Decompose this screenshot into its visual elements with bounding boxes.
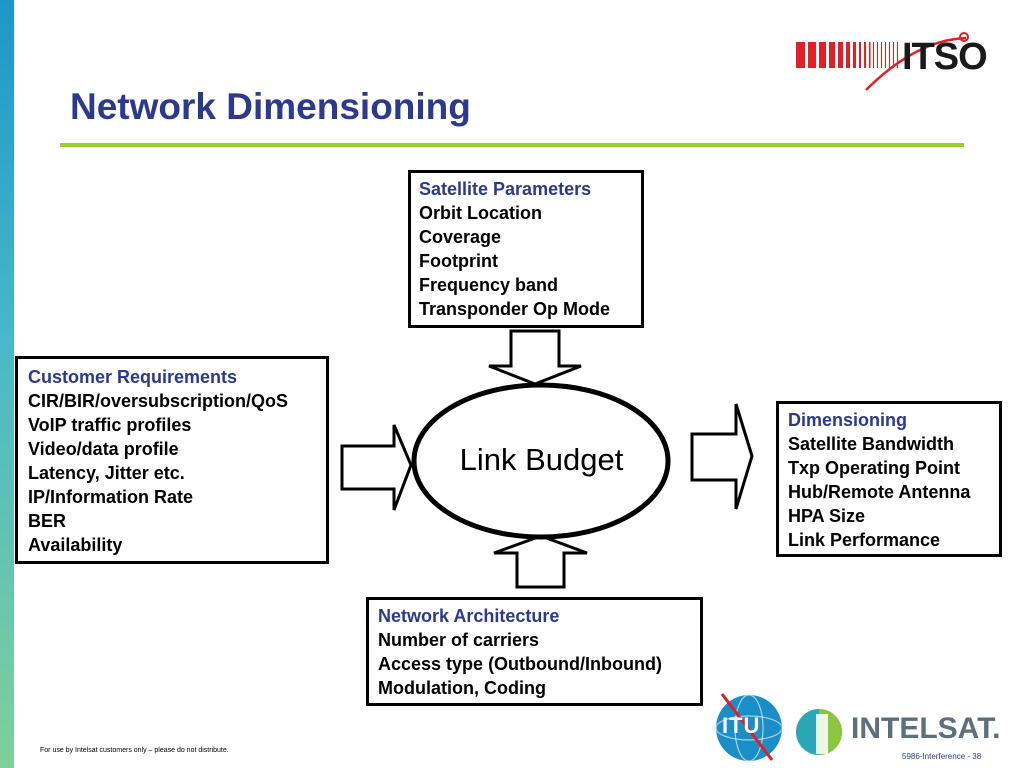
network-item: Number of carriers — [378, 630, 540, 650]
satellite-parameters-box: Satellite Parameters Orbit Location Cove… — [408, 170, 644, 328]
title-rule — [60, 143, 964, 147]
dimensioning-item: Link Performance — [788, 530, 941, 550]
itso-logo — [796, 32, 969, 91]
link-budget-ellipse — [411, 382, 671, 540]
dimensioning-heading: Dimensioning — [788, 410, 908, 430]
satellite-parameters-heading: Satellite Parameters — [419, 179, 592, 199]
slide-number: 5986-Interference - 38 — [902, 752, 982, 761]
link-budget-label: Link Budget — [459, 442, 624, 477]
arrow-right-to-dimensioning — [690, 403, 754, 510]
dimensioning-item: Txp Operating Point — [788, 458, 961, 478]
satellite-item: Frequency band — [419, 275, 559, 295]
network-item: Access type (Outbound/Inbound) — [378, 654, 662, 674]
customer-item: Video/data profile — [28, 439, 179, 459]
dimensioning-box: Dimensioning Satellite Bandwidth Txp Ope… — [776, 401, 1002, 557]
satellite-item: Transponder Op Mode — [419, 299, 611, 319]
network-architecture-box: Network Architecture Number of carriers … — [366, 597, 703, 706]
customer-item: VoIP traffic profiles — [28, 415, 192, 435]
footer-note: For use by Intelsat customers only – ple… — [40, 747, 229, 754]
dimensioning-item: Satellite Bandwidth — [788, 434, 955, 454]
customer-requirements-heading: Customer Requirements — [28, 367, 238, 387]
arrow-right-from-customer — [340, 424, 413, 511]
itu-logo-icon — [715, 693, 783, 762]
customer-item: BER — [28, 511, 67, 531]
intelsat-logo-icon — [796, 709, 842, 755]
customer-item: IP/Information Rate — [28, 487, 194, 507]
customer-requirements-box: Customer Requirements CIR/BIR/oversubscr… — [15, 356, 329, 564]
network-item: Modulation, Coding — [378, 678, 546, 698]
intelsat-logo-text: INTELSAT. — [851, 712, 1001, 745]
page-title: Network Dimensioning — [70, 86, 471, 127]
satellite-item: Footprint — [419, 251, 498, 271]
side-gradient-bar — [0, 0, 14, 768]
satellite-item: Coverage — [419, 227, 502, 247]
itso-logo-text: ITSO — [902, 36, 988, 78]
customer-item: Latency, Jitter etc. — [28, 463, 185, 483]
customer-item: CIR/BIR/oversubscription/QoS — [28, 391, 289, 411]
arrow-down-from-satellite — [488, 329, 582, 386]
arrow-up-from-network — [493, 534, 588, 589]
network-architecture-heading: Network Architecture — [378, 606, 560, 626]
dimensioning-item: Hub/Remote Antenna — [788, 482, 971, 502]
customer-item: Availability — [28, 535, 123, 555]
satellite-item: Orbit Location — [419, 203, 542, 223]
dimensioning-item: HPA Size — [788, 506, 866, 526]
itu-logo-text: ITU — [722, 713, 761, 738]
